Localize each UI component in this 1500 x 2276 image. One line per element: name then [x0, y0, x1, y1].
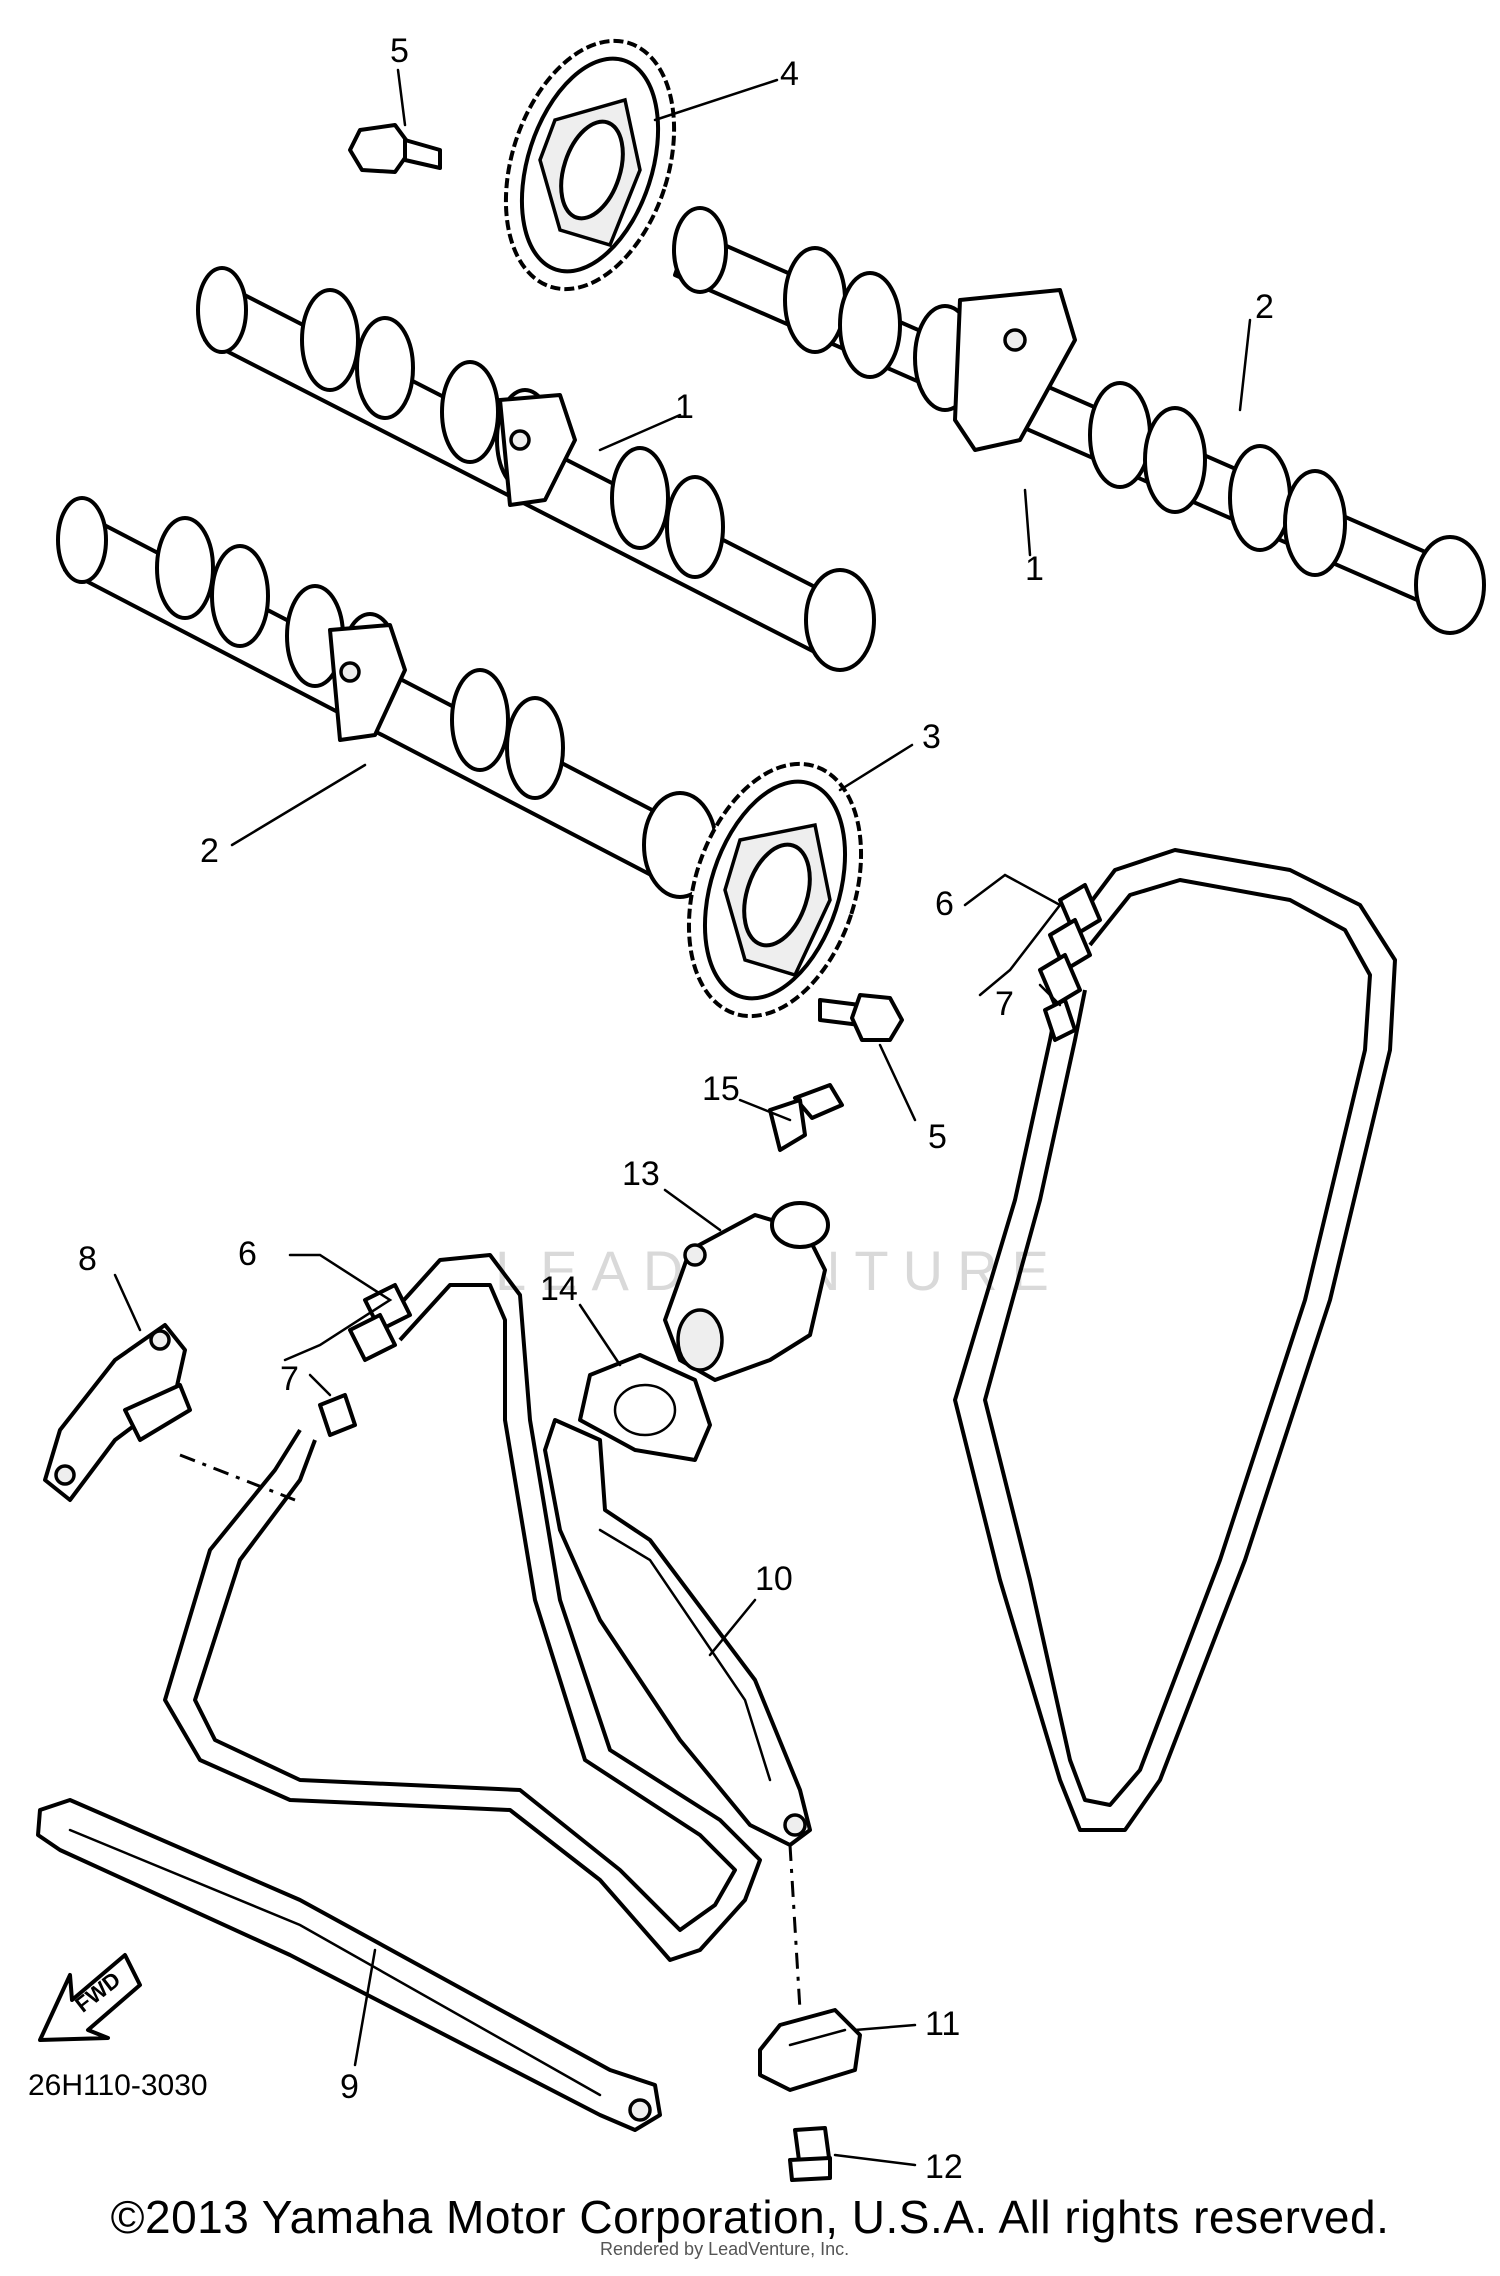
callout-6-lower: 6	[238, 1235, 257, 1273]
chain-guide-exhaust	[36, 1798, 662, 2132]
rendered-by-note: Rendered by LeadVenture, Inc.	[600, 2239, 849, 2259]
tensioner-gasket	[578, 1353, 712, 1462]
callout-12: 12	[925, 2148, 963, 2186]
callout-6-upper: 6	[935, 885, 954, 923]
callout-5-upper: 5	[390, 32, 409, 70]
callout-14: 14	[540, 1270, 578, 1308]
camshaft-middle	[196, 266, 876, 672]
diagram-part-code: 26H110-3030	[28, 2069, 208, 2102]
callout-7-lower: 7	[280, 1360, 299, 1398]
tensioner-bolt	[768, 1083, 844, 1152]
callout-9: 9	[340, 2068, 359, 2106]
chain-guide-intake	[543, 1418, 812, 1847]
camshaft-lower-left	[56, 496, 718, 899]
camshaft-upper-right	[672, 206, 1486, 635]
leader-lines	[113, 68, 1252, 2167]
callout-8: 8	[78, 1240, 97, 1278]
callout-1-right: 1	[1025, 550, 1044, 588]
callout-7-upper: 7	[995, 985, 1014, 1023]
callout-15: 15	[702, 1070, 740, 1108]
cam-sprocket-upper	[503, 38, 677, 292]
callout-5-lower: 5	[928, 1118, 947, 1156]
guide-bolt	[788, 2126, 832, 2182]
bolt-lower	[818, 993, 904, 1042]
chain-tensioner	[663, 1201, 830, 1382]
callout-13: 13	[622, 1155, 660, 1193]
copyright-notice: ©2013 Yamaha Motor Corporation, U.S.A. A…	[110, 2191, 1390, 2243]
chain-stopper	[758, 2008, 862, 2092]
callout-10: 10	[755, 1560, 793, 1598]
cam-chain-right	[953, 848, 1397, 1832]
fwd-arrow-icon: FWD	[38, 1953, 142, 2042]
callout-4: 4	[780, 55, 799, 93]
bolt-upper	[348, 123, 442, 174]
cam-sprocket-lower	[686, 761, 864, 1019]
cam-chain-left	[163, 1253, 762, 1962]
callout-2-lower: 2	[200, 832, 219, 870]
chain-guide-top	[43, 1323, 192, 1502]
callout-3: 3	[922, 718, 941, 756]
callout-11: 11	[925, 2005, 960, 2043]
callout-2-upper: 2	[1255, 288, 1274, 326]
callout-1-middle: 1	[675, 388, 694, 426]
